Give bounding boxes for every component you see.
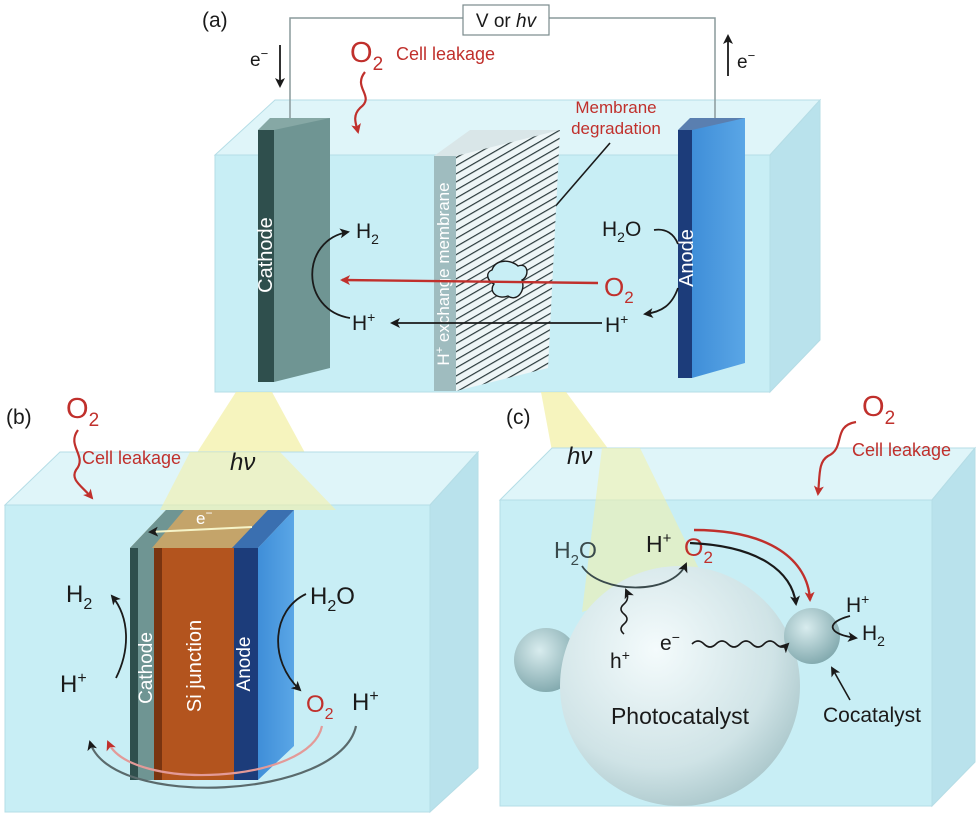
anode-a-edge [678, 130, 692, 378]
power-source-box [462, 4, 550, 36]
o2-leak-c: O2 [862, 391, 895, 429]
electron-label-right: e− [737, 48, 755, 73]
o2-leak-arrow-c [813, 420, 857, 496]
cocatalyst-pointer [831, 666, 851, 701]
panel-b-label: (b) [6, 406, 32, 429]
h2-label-c: H2 [862, 622, 885, 649]
external-wire-left [289, 17, 463, 128]
hole-label: h+ [610, 647, 630, 673]
membrane-label: H+ exchange membrane [434, 182, 453, 365]
cathode-a-front [274, 118, 330, 382]
electron-label-left: e− [250, 46, 268, 71]
hplus-to-h2-arrow-c [831, 615, 858, 642]
panel-c: (c) hν O2 Cell leakage Photocatalyst Coc… [498, 391, 977, 808]
o2-to-cocatalyst-arrow [693, 528, 815, 602]
membrane-edge [434, 156, 456, 391]
external-wire-right [549, 17, 716, 120]
electron-arrow-b [148, 526, 253, 537]
h2-label-b: H2 [66, 581, 92, 613]
h2o-label-b: H2O [310, 583, 355, 615]
cell-leakage-label-a: Cell leakage [396, 44, 495, 64]
o2-leak-a: O2 [350, 37, 383, 75]
cathode-label-b: Cathode [136, 632, 157, 704]
panel-b: (b) O2 Cell leakage hν Cathode Si juncti… [3, 393, 480, 814]
cathode-label-a: Cathode [255, 217, 277, 293]
panel-a: V or hv (a) e− e− O2 Cell leakage Membra… [202, 4, 822, 394]
panel-c-label: (c) [506, 406, 531, 429]
h2o-to-anode-line [653, 228, 679, 245]
hplus-out-b: H+ [352, 688, 379, 716]
membrane-defect [487, 260, 528, 299]
device-top-anode [232, 510, 294, 548]
o2-leak-arrow-a [351, 71, 367, 134]
hv-label-b: hν [230, 449, 255, 476]
h-to-h2-arrow-a [311, 228, 351, 319]
panel-a-label: (a) [202, 9, 228, 32]
cell-leakage-label-c: Cell leakage [852, 440, 951, 460]
anode-b-edge [234, 548, 258, 780]
cathode-a-face [258, 130, 274, 382]
h2o-oxidation-arrow [581, 562, 688, 589]
light-cone-b-inner [160, 452, 336, 510]
photocatalyst-label: Photocatalyst [611, 703, 750, 729]
h2o-to-o2-arrow-b [277, 593, 307, 692]
hplus-label-b: H+ [60, 670, 87, 698]
o2-crossover-label: O2 [604, 272, 634, 307]
h2o-label-a: H2O [602, 218, 641, 245]
o2-leak-arrow-b [73, 429, 94, 500]
cocatalyst-label: Cocatalyst [823, 704, 921, 727]
si-junction [154, 548, 234, 780]
h-to-h2-arrow-b [110, 594, 127, 679]
hplus-right-label-c: H+ [846, 591, 869, 617]
electrolyte-box-c-side [931, 446, 976, 808]
o2-leak-b: O2 [66, 393, 99, 431]
cocatalyst-particle [784, 608, 840, 664]
hplus-label-c: H+ [646, 530, 672, 557]
h2-label-a: H2 [356, 220, 379, 247]
hplus-right-label-a: H+ [605, 311, 628, 337]
o2-crossover-arrow [340, 275, 599, 286]
electron-label-b: e− [196, 506, 212, 528]
o2-product-c: O2 [684, 534, 713, 567]
cathode-b-edge [130, 548, 138, 780]
hplus-label-a: H+ [352, 309, 375, 335]
photocatalyst-sphere [560, 566, 800, 806]
anode-label-b: Anode [234, 637, 255, 692]
o2-return-arc-b [106, 725, 324, 777]
si-junction-label: Si junction [184, 620, 206, 712]
hplus-to-cocatalyst-arrow [689, 541, 800, 606]
power-source-label: V or hv [476, 11, 538, 32]
electron-label-c: e− [660, 629, 680, 655]
cathode-b [138, 548, 154, 780]
si-junction-shade [154, 548, 162, 780]
cell-leakage-label-b: Cell leakage [82, 448, 181, 468]
o2-product-b: O2 [306, 691, 334, 723]
membrane-hatch [456, 130, 560, 391]
anode-label-a: Anode [676, 229, 698, 287]
electrolyte-box-b-side [429, 450, 479, 814]
hv-label-c: hν [567, 443, 592, 470]
anode-a-front [692, 118, 745, 378]
electron-wavy-arrow [691, 640, 790, 654]
hole-wavy-arrow [620, 588, 634, 635]
anode-b-front [258, 510, 294, 780]
h2o-label-c: H2O [554, 537, 597, 569]
hplus-return-arc-b [87, 725, 358, 789]
anode-to-hplus-arrow [643, 287, 679, 319]
